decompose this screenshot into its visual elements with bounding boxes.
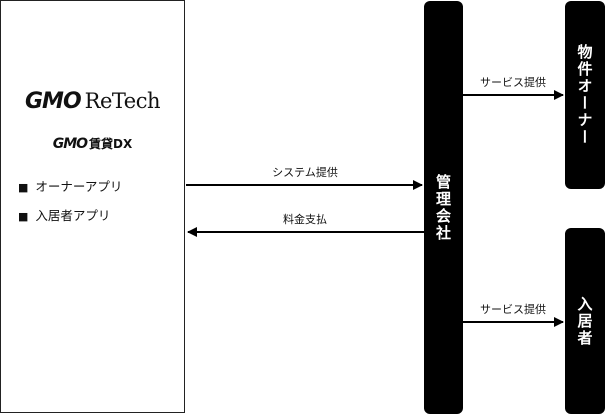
label-system-provision: システム提供 (272, 166, 338, 179)
node-management-company-label: 管理会社 (434, 173, 452, 242)
label-fee-payment: 料金支払 (283, 213, 327, 226)
logo-main-rest: ReTech (84, 89, 161, 113)
logo-sub-gmo: GMO (52, 136, 88, 152)
node-tenant-label: 入居者 (575, 295, 594, 347)
app-item-tenant: ■ 入居者アプリ (18, 207, 122, 236)
app-label-owner: オーナーアプリ (35, 179, 123, 194)
logo-main-gmo: GMO (25, 89, 82, 114)
node-management-company: 管理会社 (424, 1, 463, 414)
label-service-tenant: サービス提供 (480, 303, 546, 316)
app-list: ■ オーナーアプリ ■ 入居者アプリ (18, 178, 122, 236)
logo-sub-rest: 賃貸DX (89, 137, 133, 151)
app-label-tenant: 入居者アプリ (35, 208, 111, 223)
label-service-owner: サービス提供 (480, 76, 546, 89)
node-property-owner: 物件オーナー (565, 1, 605, 189)
node-property-owner-label: 物件オーナー (575, 44, 594, 146)
node-tenant: 入居者 (565, 228, 605, 414)
square-bullet-icon: ■ (18, 181, 29, 194)
square-bullet-icon: ■ (18, 210, 29, 223)
app-item-owner: ■ オーナーアプリ (18, 178, 122, 207)
